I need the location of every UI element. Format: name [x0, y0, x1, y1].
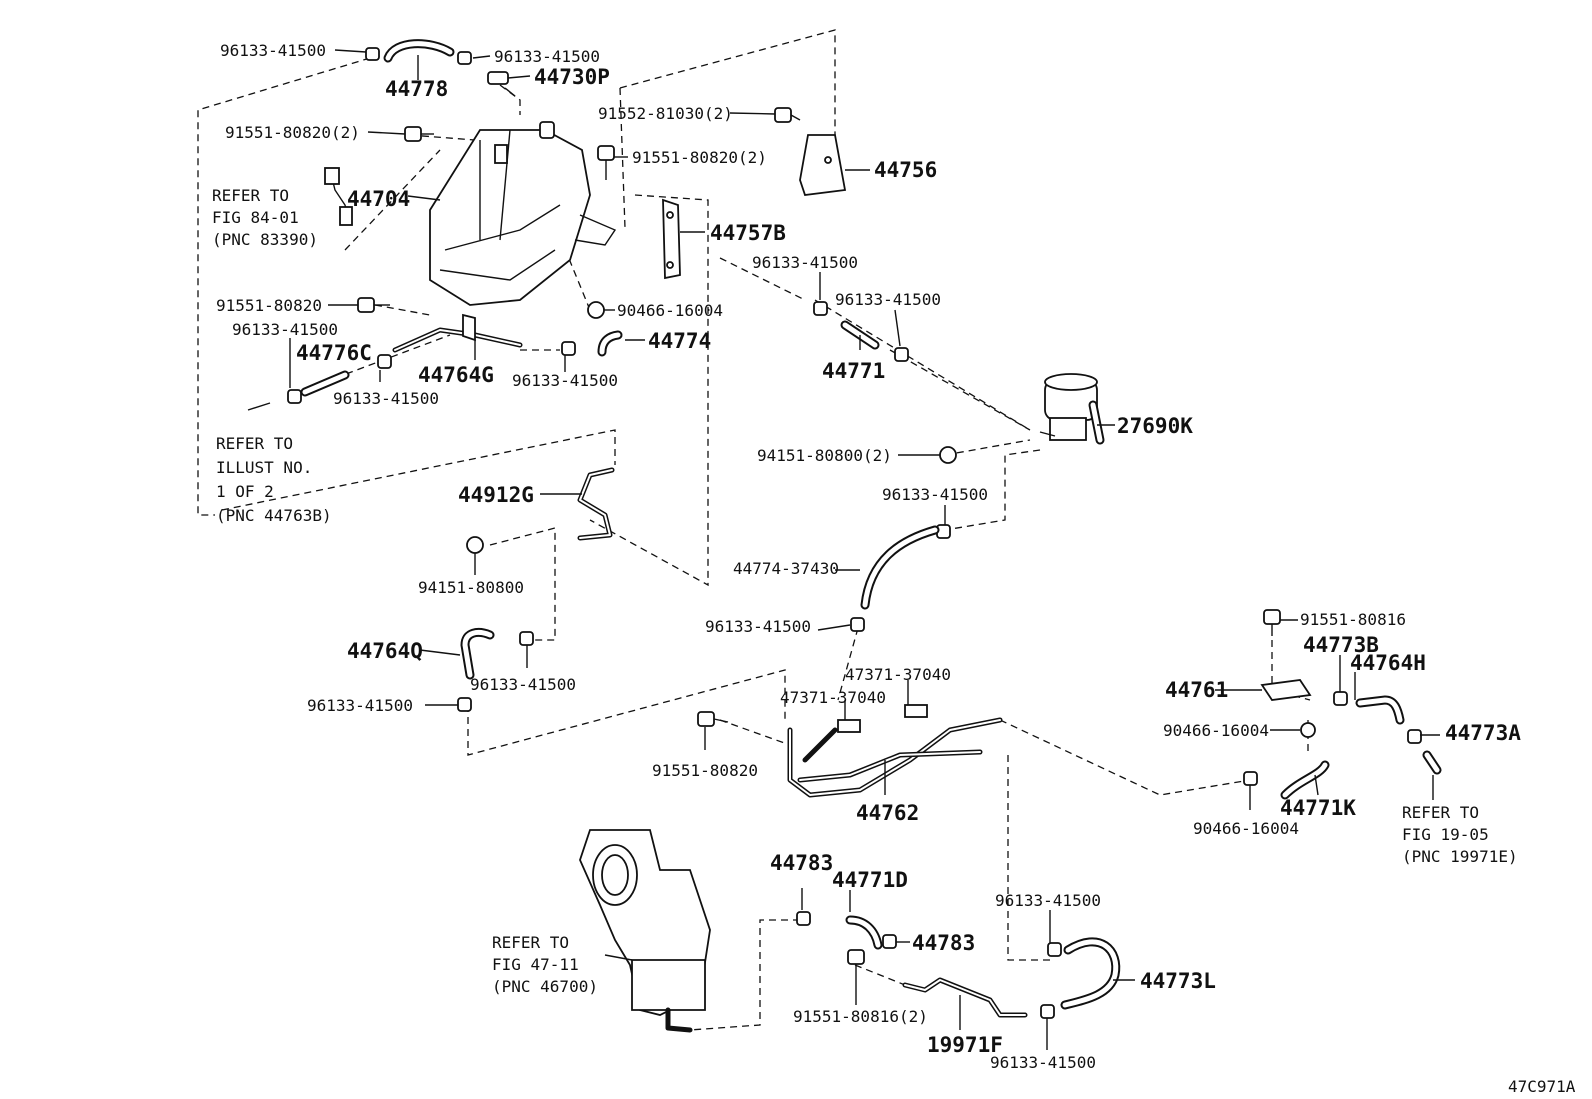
part-label: 96133-41500 [333, 389, 439, 408]
figure-code: 47C971A [1508, 1077, 1576, 1096]
part-label: 96133-41500 [882, 485, 988, 504]
clamp-icon [1333, 691, 1348, 706]
clamp-icon [882, 934, 897, 949]
clamp-icon [796, 911, 811, 926]
part-label: 91551-80820(2) [225, 123, 360, 142]
clamp-icon [1040, 1004, 1055, 1019]
bolt-icon [697, 711, 729, 727]
part-label: 44771 [822, 359, 885, 383]
clamp-icon [850, 617, 865, 632]
air-switching-valve [1039, 373, 1105, 445]
part-label: 44764H [1350, 651, 1426, 675]
nut-icon [1300, 722, 1316, 738]
part-label: 19971F [927, 1033, 1003, 1057]
part-label: 44756 [874, 158, 937, 182]
bolt-icon [357, 297, 390, 313]
part-label: 44771D [832, 868, 908, 892]
reference-note-83390: REFER TO FIG 84-01 (PNC 83390) [212, 186, 318, 249]
part-label: 44730P [534, 65, 610, 89]
clamp-icon [457, 51, 472, 65]
part-label: 44773L [1140, 969, 1216, 993]
clamp-icon [287, 389, 302, 404]
clamp-icon [377, 354, 392, 369]
nut-icon [939, 446, 957, 464]
clamp-icon [1407, 729, 1422, 744]
part-labels: 96133-41500 44778 96133-41500 44730P 915… [216, 41, 1576, 1096]
part-label: 96133-41500 [470, 675, 576, 694]
part-label: 96133-41500 [752, 253, 858, 272]
part-label: 44774-37430 [733, 559, 839, 578]
leader-lines [289, 49, 1440, 1050]
bolt-icon [847, 949, 865, 976]
reference-notes: REFER TO FIG 84-01 (PNC 83390) REFER TO … [212, 186, 1518, 996]
part-label: 44764G [418, 363, 494, 387]
part-label: 96133-41500 [220, 41, 326, 60]
part-label: 44912G [458, 483, 534, 507]
part-label: 44757B [710, 221, 786, 245]
part-label: 96133-41500 [512, 371, 618, 390]
clamp-icon [894, 347, 909, 362]
part-label: 44776C [296, 341, 372, 365]
part-label: 90466-16004 [1163, 721, 1269, 740]
clamp-icon [365, 47, 380, 61]
nut-icon [587, 301, 605, 319]
clamp-icon [457, 697, 472, 712]
part-label: 44773B [1303, 633, 1379, 657]
part-label: 44774 [648, 329, 711, 353]
part-label: 44773A [1445, 721, 1521, 745]
part-label: 94151-80800(2) [757, 446, 892, 465]
dashed-connection-lines [197, 29, 1311, 1031]
part-label: 94151-80800 [418, 578, 524, 597]
clamp-icon [561, 341, 576, 356]
part-label: 91551-80820(2) [632, 148, 767, 167]
part-label: 44771K [1280, 796, 1356, 820]
nut-icon [466, 536, 484, 554]
part-label: 96133-41500 [705, 617, 811, 636]
clamp-icon [813, 301, 828, 316]
part-label: 47371-37040 [780, 688, 886, 707]
part-label: 96133-41500 [232, 320, 338, 339]
part-label: 91551-80816(2) [793, 1007, 928, 1026]
part-label: 96133-41500 [995, 891, 1101, 910]
part-label: 90466-16004 [617, 301, 723, 320]
bolt-icon [774, 107, 801, 123]
throttle-body [579, 829, 711, 1033]
part-label: 90466-16004 [1193, 819, 1299, 838]
part-label: 96133-41500 [307, 696, 413, 715]
part-label: 44778 [385, 77, 448, 101]
part-label: 91551-80820 [216, 296, 322, 315]
part-label: 44783 [912, 931, 975, 955]
part-label: 91551-80816 [1300, 610, 1406, 629]
part-label: 91552-81030(2) [598, 104, 733, 123]
part-label: 47371-37040 [845, 665, 951, 684]
part-label: 44762 [856, 801, 919, 825]
part-label: 44783 [770, 851, 833, 875]
reference-note-44763b: REFER TO ILLUST NO. 1 OF 2 (PNC 44763B) [216, 434, 332, 525]
clamp-icon [1243, 771, 1258, 786]
part-label: 96133-41500 [835, 290, 941, 309]
part-label: 44764Q [347, 639, 423, 663]
bolt-icon [597, 145, 615, 180]
reference-note-46700: REFER TO FIG 47-11 (PNC 46700) [492, 933, 598, 996]
part-shapes [247, 39, 1442, 1033]
part-label: 44761 [1165, 678, 1228, 702]
bolt-icon [404, 126, 434, 142]
part-label: 27690K [1117, 414, 1193, 438]
clamp-icon [519, 631, 534, 646]
part-label: 44704 [347, 187, 410, 211]
clamp-icon [1047, 942, 1062, 957]
part-label: 96133-41500 [990, 1053, 1096, 1072]
part-label: 96133-41500 [494, 47, 600, 66]
part-label: 91551-80820 [652, 761, 758, 780]
bolt-icon [1263, 609, 1281, 636]
reference-note-19971e: REFER TO FIG 19-05 (PNC 19971E) [1402, 803, 1518, 866]
